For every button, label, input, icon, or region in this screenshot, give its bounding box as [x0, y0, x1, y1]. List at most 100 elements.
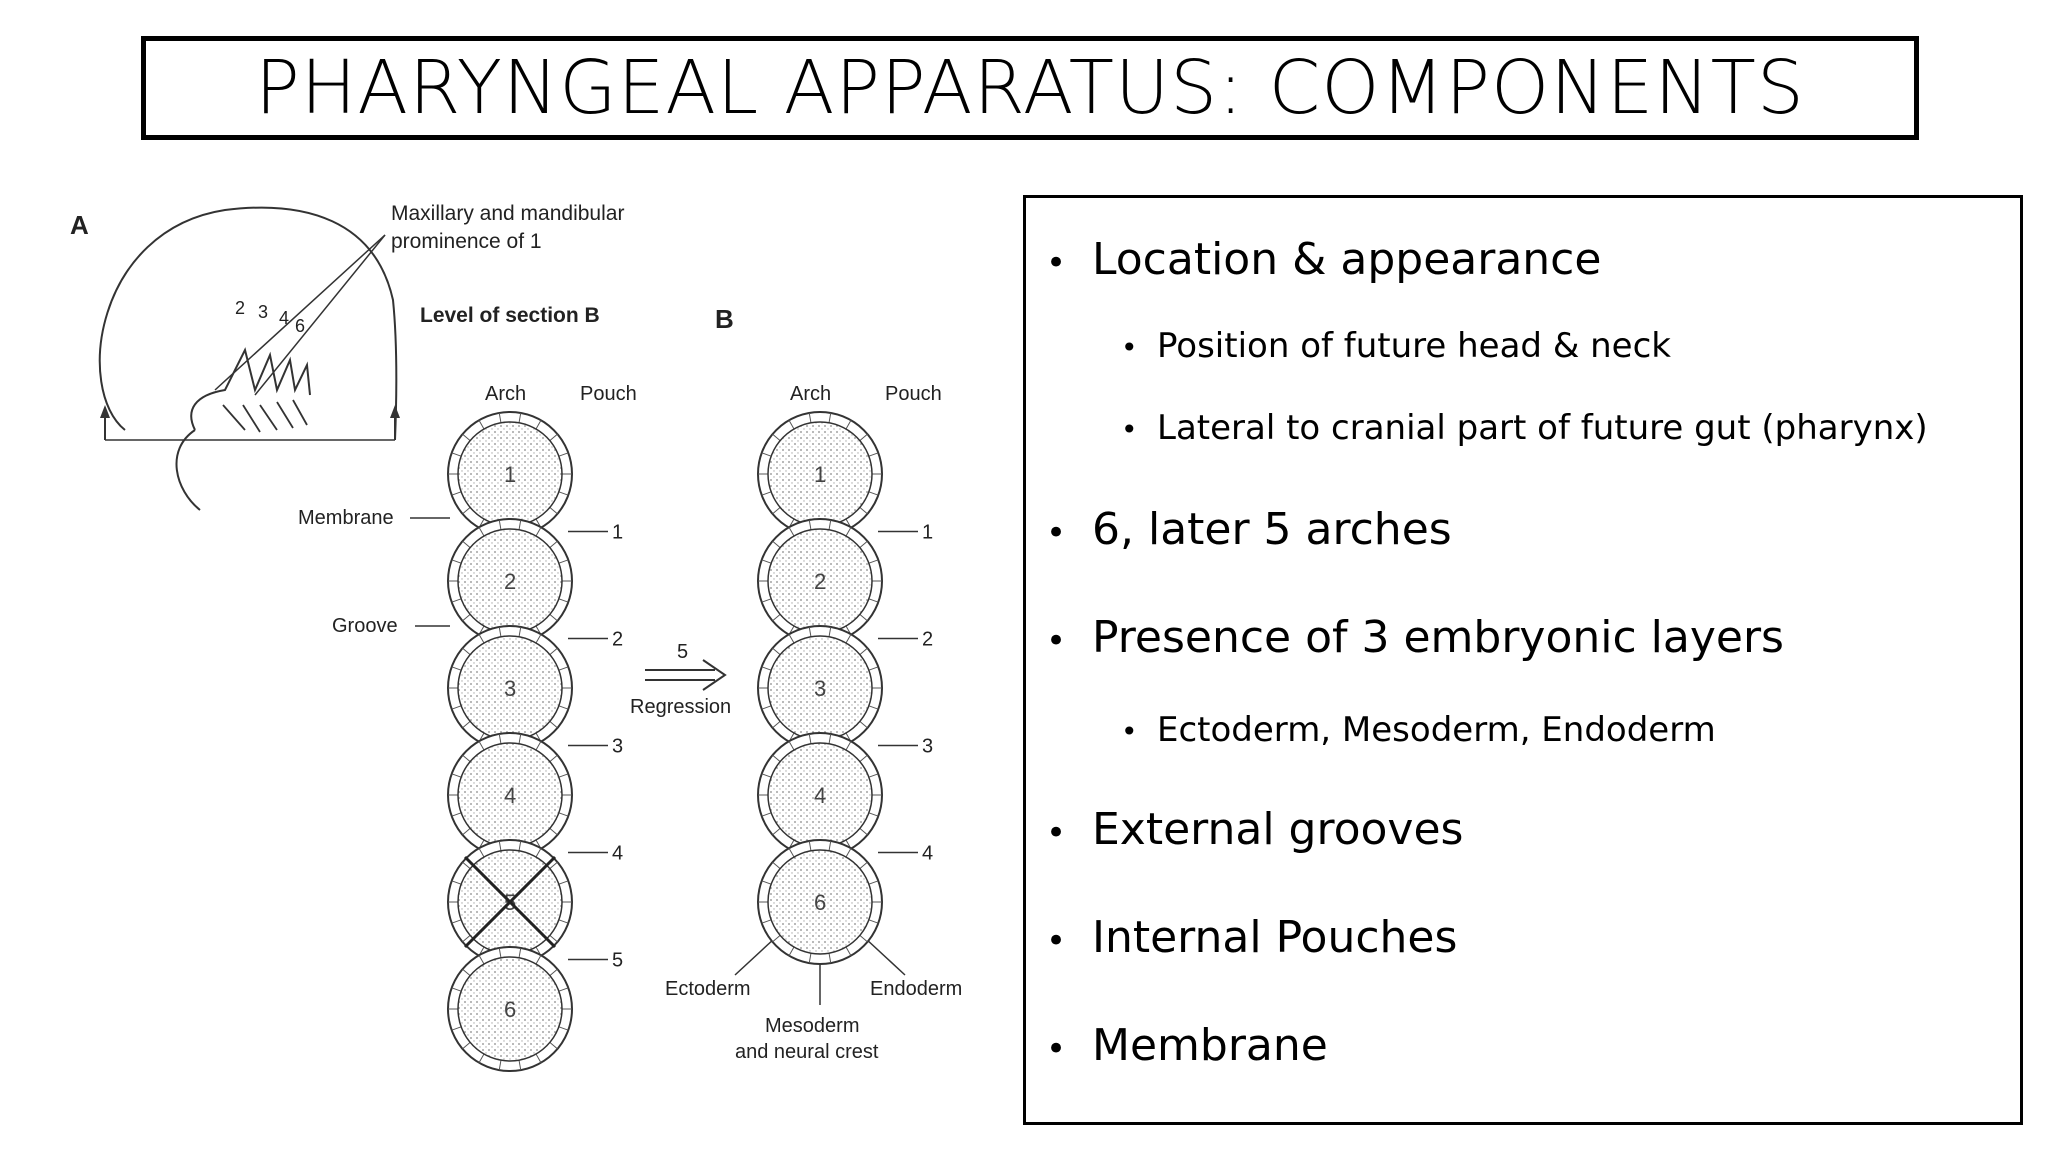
bullet-text: Presence of 3 embryonic layers — [1092, 612, 1784, 663]
regression-arrowhead — [702, 659, 727, 691]
bullet-item-5: • Presence of 3 embryonic layers — [1026, 612, 1784, 663]
embryo-arches — [222, 399, 308, 433]
arch-cell-line — [462, 935, 471, 943]
arch-cell-line — [761, 452, 772, 457]
bullet-text: Membrane — [1092, 1020, 1328, 1071]
arch-cell-line — [868, 452, 879, 457]
arch-cell-line — [549, 754, 558, 762]
arch-cell-line — [772, 647, 781, 655]
arch-number-small-3: 3 — [258, 302, 268, 322]
arch-cell-line — [478, 1053, 485, 1063]
embryo-outline — [98, 206, 398, 441]
arch-number-small-6: 6 — [295, 316, 305, 336]
arch-cell-line — [518, 840, 522, 851]
arch-cell-line — [788, 946, 795, 956]
right-column-pouch-number: 4 — [922, 843, 933, 865]
arch-cell-line — [761, 880, 772, 885]
bullet-item-3: • Lateral to cranial part of future gut (… — [1026, 408, 1928, 448]
arch-cell-line — [859, 540, 868, 548]
arch-cell-line — [868, 919, 879, 924]
arch-cell-line — [462, 968, 471, 976]
bullet-dot: • — [1046, 921, 1067, 961]
arch-cell-line — [761, 491, 772, 496]
bullet-item-2: •Position of future head & neck — [1026, 326, 1671, 366]
arch-cell-line — [845, 848, 852, 858]
arch-number-small-2: 2 — [235, 298, 245, 318]
endoderm-label: Endoderm — [870, 978, 962, 1000]
maxillary-label-1: Maxillary and mandibular — [391, 202, 624, 225]
arch-cell-line — [761, 773, 772, 778]
slide-title-box: PHARYNGEAL APPARATUS: COMPONENTS — [141, 36, 1919, 140]
arch-cell-line — [549, 861, 558, 869]
arch-cell-line — [868, 559, 879, 564]
arch-cell-line — [868, 880, 879, 885]
diagram-svg: A Maxillary and mandibular prominence of… — [70, 202, 962, 1072]
arch-cell-line — [451, 919, 462, 924]
arch-cell-line — [549, 614, 558, 622]
arch-cell-line — [868, 491, 879, 496]
left-column-arch-number: 3 — [504, 676, 516, 701]
arch-cell-line — [558, 705, 569, 710]
bullet-item-1: •Location & appearance — [1026, 234, 1601, 285]
arch-cell-line — [535, 527, 542, 537]
arch-cell-line — [462, 1042, 471, 1050]
arch-cell-line — [549, 935, 558, 943]
bullet-text: Ectoderm, Mesoderm, Endoderm — [1157, 710, 1716, 750]
regression-label: Regression — [630, 696, 731, 718]
arch-cell-line — [535, 1053, 542, 1063]
arch-cell-line — [535, 420, 542, 430]
right-column-arch-number: 3 — [814, 676, 826, 701]
arch-cell-line — [451, 773, 462, 778]
bullet-list-box: •Location & appearance•Position of futur… — [1023, 195, 2023, 1125]
arch-cell-line — [558, 559, 569, 564]
arch-cell-line — [828, 519, 832, 530]
right-column-pouch-number: 3 — [922, 736, 933, 758]
arch-cell-line — [761, 598, 772, 603]
left-pouch-header: Pouch — [580, 383, 637, 405]
arch-cell-line — [868, 666, 879, 671]
arch-cell-line — [518, 947, 522, 958]
arch-cell-line — [549, 433, 558, 441]
bullet-text: External grooves — [1092, 804, 1464, 855]
bullet-dot: • — [1121, 413, 1138, 446]
bullet-dot: • — [1046, 621, 1067, 661]
arch-cell-line — [845, 634, 852, 644]
panel-a-label: A — [70, 210, 89, 240]
arch-cell-line — [808, 626, 812, 637]
arch-cell-line — [859, 614, 868, 622]
arch-cell-line — [828, 953, 832, 964]
regression-number: 5 — [677, 641, 688, 663]
bullet-dot: • — [1046, 1029, 1067, 1069]
right-column-arch-core-6 — [767, 849, 873, 955]
arch-cell-line — [451, 491, 462, 496]
left-column-arch-core-6 — [457, 956, 563, 1062]
maxillary-label-2: prominence of 1 — [391, 230, 542, 253]
arch-cell-line — [761, 919, 772, 924]
arch-cell-line — [859, 861, 868, 869]
arch-cell-line — [498, 947, 502, 958]
arch-cell-line — [478, 634, 485, 644]
arch-cell-line — [451, 666, 462, 671]
arch-cell-line — [462, 614, 471, 622]
arch-cell-line — [451, 452, 462, 457]
left-column-pouch-number: 5 — [612, 950, 623, 972]
arch-cell-line — [845, 527, 852, 537]
arch-cell-line — [859, 935, 868, 943]
arch-cell-line — [761, 812, 772, 817]
arch-cell-line — [868, 773, 879, 778]
bullet-text: 6, later 5 arches — [1092, 504, 1452, 555]
arch-cell-line — [518, 519, 522, 530]
arch-cell-line — [478, 420, 485, 430]
left-column-pouch-number: 3 — [612, 736, 623, 758]
bullet-text: Position of future head & neck — [1157, 326, 1671, 366]
arch-cell-line — [558, 452, 569, 457]
arch-cell-line — [859, 507, 868, 515]
arch-cell-line — [772, 754, 781, 762]
left-column-arch-number: 4 — [504, 783, 516, 808]
ectoderm-label: Ectoderm — [665, 978, 751, 1000]
embryo-face — [190, 347, 311, 431]
bullet-text: Lateral to cranial part of future gut (p… — [1157, 408, 1928, 448]
right-pouch-header: Pouch — [885, 383, 942, 405]
bullet-item-6: •Ectoderm, Mesoderm, Endoderm — [1026, 710, 1716, 750]
